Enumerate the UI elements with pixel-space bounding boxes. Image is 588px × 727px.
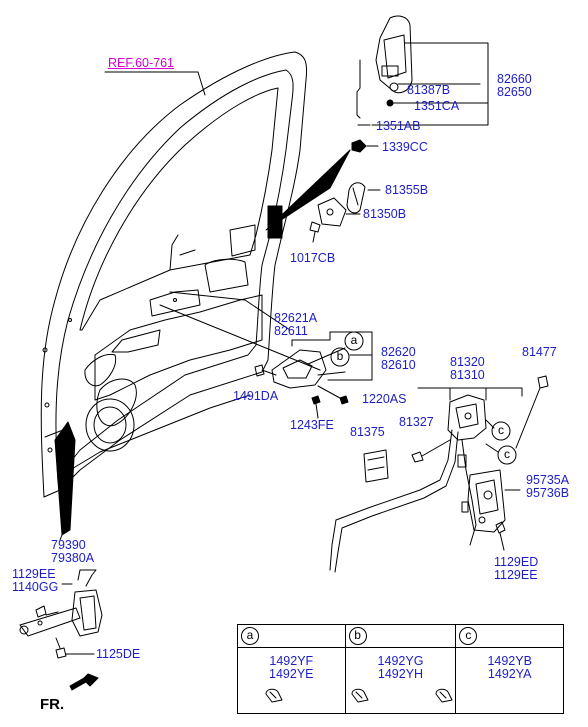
part-label-81350b: 81350B <box>363 207 407 221</box>
legend-cell-b: 1492YG 1492YH <box>344 647 457 714</box>
callout-a: a <box>350 333 358 347</box>
legend-cell-c: 1492YB 1492YA <box>455 647 564 714</box>
legend-part-c-2: 1492YA <box>487 667 532 681</box>
part-label-82620-82610: 82620 82610 <box>381 345 416 372</box>
part-label-1351ab: 1351AB <box>376 119 421 133</box>
part-label-79390-79380a: 79390 79380A <box>51 538 95 565</box>
legend-cell-a: 1492YF 1492YE <box>237 647 346 714</box>
legend-part-a-2: 1492YE <box>269 667 314 681</box>
part-label-81355b: 81355B <box>385 183 429 197</box>
part-label-81327: 81327 <box>399 415 434 429</box>
front-direction-arrow <box>69 673 99 691</box>
callout-circle-b <box>330 347 350 367</box>
legend-part-b-1: 1492YG <box>377 654 424 668</box>
outside-handle-assembly <box>309 15 489 243</box>
part-label-81477: 81477 <box>522 345 557 359</box>
legend-header-c: c <box>455 624 564 648</box>
fastener-legend-table: a b c 1492YF 1492YE 1492YG 1492YH 1492YB… <box>237 624 564 714</box>
part-label-1339cc: 1339CC <box>382 140 428 154</box>
door-shell <box>40 51 308 498</box>
callout-circle-c-upper <box>491 421 511 441</box>
part-label-1129ed-1129ee: 1129ED 1129EE <box>494 555 539 582</box>
callout-c-lower: c <box>504 447 510 461</box>
inside-handle-assembly <box>254 331 373 419</box>
legend-part-b-2: 1492YH <box>377 667 424 681</box>
part-label-1491da: 1491DA <box>233 389 279 403</box>
part-label-1129ee-1140gg: 1129EE 1140GG <box>12 567 59 594</box>
callout-circle-c-lower <box>497 445 517 465</box>
part-label-82621a-82611: 82621A 82611 <box>274 311 318 338</box>
door-hinge-assembly <box>19 569 103 659</box>
part-label-1243fe: 1243FE <box>290 418 334 432</box>
part-label-1351ca: 1351CA <box>414 99 460 113</box>
part-label-81375: 81375 <box>350 425 385 439</box>
part-label-95735a-95736b: 95735A 95736B <box>526 473 570 500</box>
callout-c-upper: c <box>498 423 504 437</box>
door-latch-assembly <box>329 375 549 573</box>
callout-circle-a <box>344 331 364 351</box>
callout-b: b <box>336 349 344 363</box>
part-label-1220as: 1220AS <box>362 392 407 406</box>
legend-part-a-1: 1492YF <box>269 654 314 668</box>
part-label-1017cb: 1017CB <box>290 251 336 265</box>
part-label-81387b: 81387B <box>407 83 451 97</box>
reference-label[interactable]: REF.60-761 <box>108 56 175 70</box>
part-label-82660-82650: 82660 82650 <box>497 72 532 99</box>
legend-header-b: b <box>344 624 457 648</box>
part-label-81320-81310: 81320 81310 <box>450 355 485 382</box>
front-direction-label: FR. <box>40 696 65 713</box>
legend-part-c-1: 1492YB <box>487 654 532 668</box>
part-label-1125de: 1125DE <box>96 647 141 661</box>
legend-header-a: a <box>237 624 346 648</box>
leader-lines <box>44 71 351 541</box>
